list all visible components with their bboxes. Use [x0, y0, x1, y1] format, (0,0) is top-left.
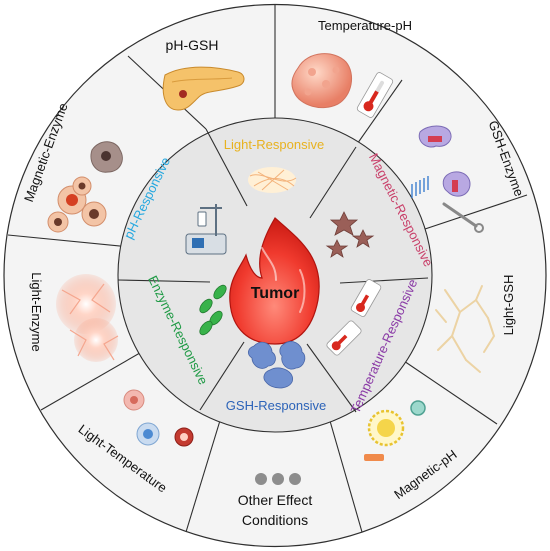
center-title: Tumor — [251, 285, 300, 302]
outer-label-light-gsh: Light-GSH — [501, 275, 516, 336]
dots-icon — [255, 473, 301, 485]
outer-label-ph-gsh: pH-GSH — [166, 37, 219, 53]
lab-instrument-icon — [185, 204, 227, 255]
protein-icon — [248, 341, 306, 389]
tumor-cells-icon — [47, 141, 123, 233]
outer-label-other-effect: Other Effect — [238, 492, 313, 508]
pancreas-icon — [162, 66, 245, 111]
outer-label-light-enzyme: Light-Enzyme — [29, 272, 44, 351]
bacteria-icon — [199, 284, 227, 336]
nanowire-icon — [435, 285, 496, 373]
thermometer-icon — [350, 279, 382, 317]
inner-label-gsh: GSH-Responsive — [226, 398, 326, 413]
nanoparticle-icon — [364, 400, 426, 461]
thermometer-icon — [326, 320, 362, 356]
inner-label-light: Light-Responsive — [224, 137, 324, 152]
outer-dividers — [7, 5, 528, 533]
thermometer-icon — [356, 72, 394, 118]
outer-label-temperature-ph: Temperature-pH — [318, 18, 412, 33]
cell-cluster-icon — [56, 274, 119, 362]
tumor-tissue-icon — [291, 53, 353, 108]
inner-dividers — [117, 128, 429, 413]
fire-icon — [229, 217, 320, 345]
light-fiber-icon — [248, 167, 297, 193]
outer-label-conditions: Conditions — [242, 512, 308, 528]
cell-icon — [123, 389, 194, 447]
enzyme-icon — [411, 125, 484, 233]
star-particle-icon — [325, 211, 375, 258]
